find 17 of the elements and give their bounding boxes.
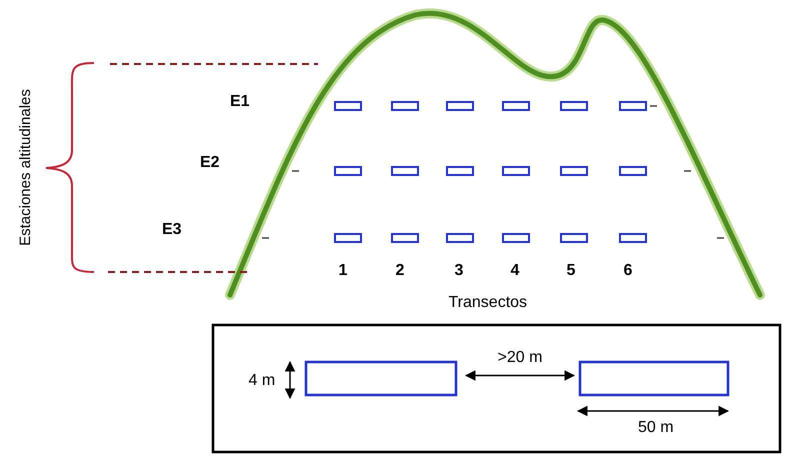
axis-label: Estaciones altitudinales	[17, 88, 32, 246]
plot-rectangle	[304, 360, 458, 396]
station-label: E3	[162, 222, 182, 238]
transect-number: 3	[454, 263, 464, 279]
plot-rectangle	[578, 360, 730, 396]
transect-number: 2	[396, 263, 404, 279]
station-label: E2	[200, 155, 220, 171]
transect-number: 1	[338, 263, 348, 279]
station-label: E1	[230, 94, 250, 110]
axis-label: Transectos	[448, 295, 528, 311]
transect-number: 5	[566, 263, 576, 279]
edge-label: >20 m	[498, 350, 542, 366]
dimension-label: 4 m	[248, 373, 276, 389]
transect-number: 4	[510, 263, 520, 279]
transect-number: 6	[624, 263, 632, 279]
dimension-label: 50 m	[638, 420, 674, 436]
double-arrow	[464, 370, 576, 381]
